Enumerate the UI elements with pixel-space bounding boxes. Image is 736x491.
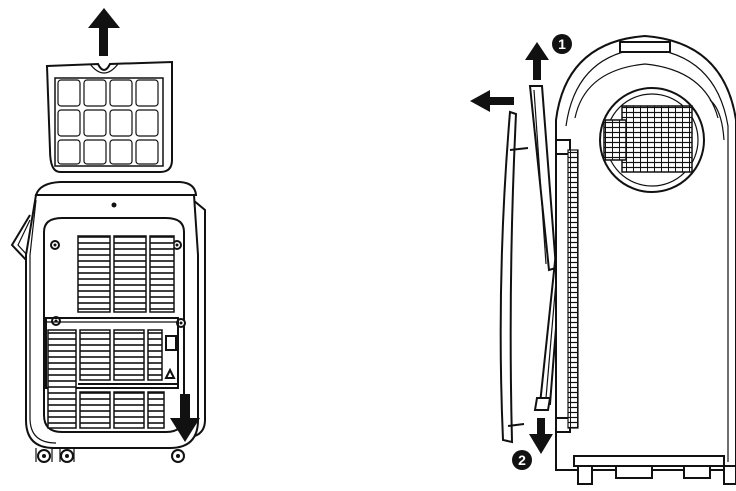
arrow-up-icon bbox=[525, 42, 549, 80]
step-2-badge bbox=[512, 450, 532, 470]
right-unit-side-view: 1 2 bbox=[470, 34, 736, 485]
step-1-label: 1 bbox=[558, 36, 566, 52]
left-unit-rear-view bbox=[10, 8, 206, 463]
arrow-left-icon bbox=[470, 90, 514, 112]
unit-body bbox=[10, 181, 206, 463]
upper-strip-filter bbox=[528, 85, 558, 272]
unit-wheels bbox=[35, 448, 185, 463]
lower-filter-frame bbox=[45, 317, 179, 429]
upper-filter bbox=[45, 60, 173, 173]
unit-body-side bbox=[555, 34, 736, 485]
step-2-label: 2 bbox=[518, 452, 526, 468]
step-2-marker: 2 bbox=[512, 418, 553, 470]
upper-grille bbox=[77, 235, 175, 313]
unit-feet bbox=[577, 465, 736, 485]
step-1-marker: 1 bbox=[525, 34, 572, 80]
arrow-down-icon bbox=[170, 394, 200, 442]
side-panel bbox=[499, 110, 529, 444]
arrow-down-icon bbox=[529, 418, 553, 454]
step-1-badge bbox=[552, 34, 572, 54]
arrow-up-icon bbox=[88, 8, 120, 56]
